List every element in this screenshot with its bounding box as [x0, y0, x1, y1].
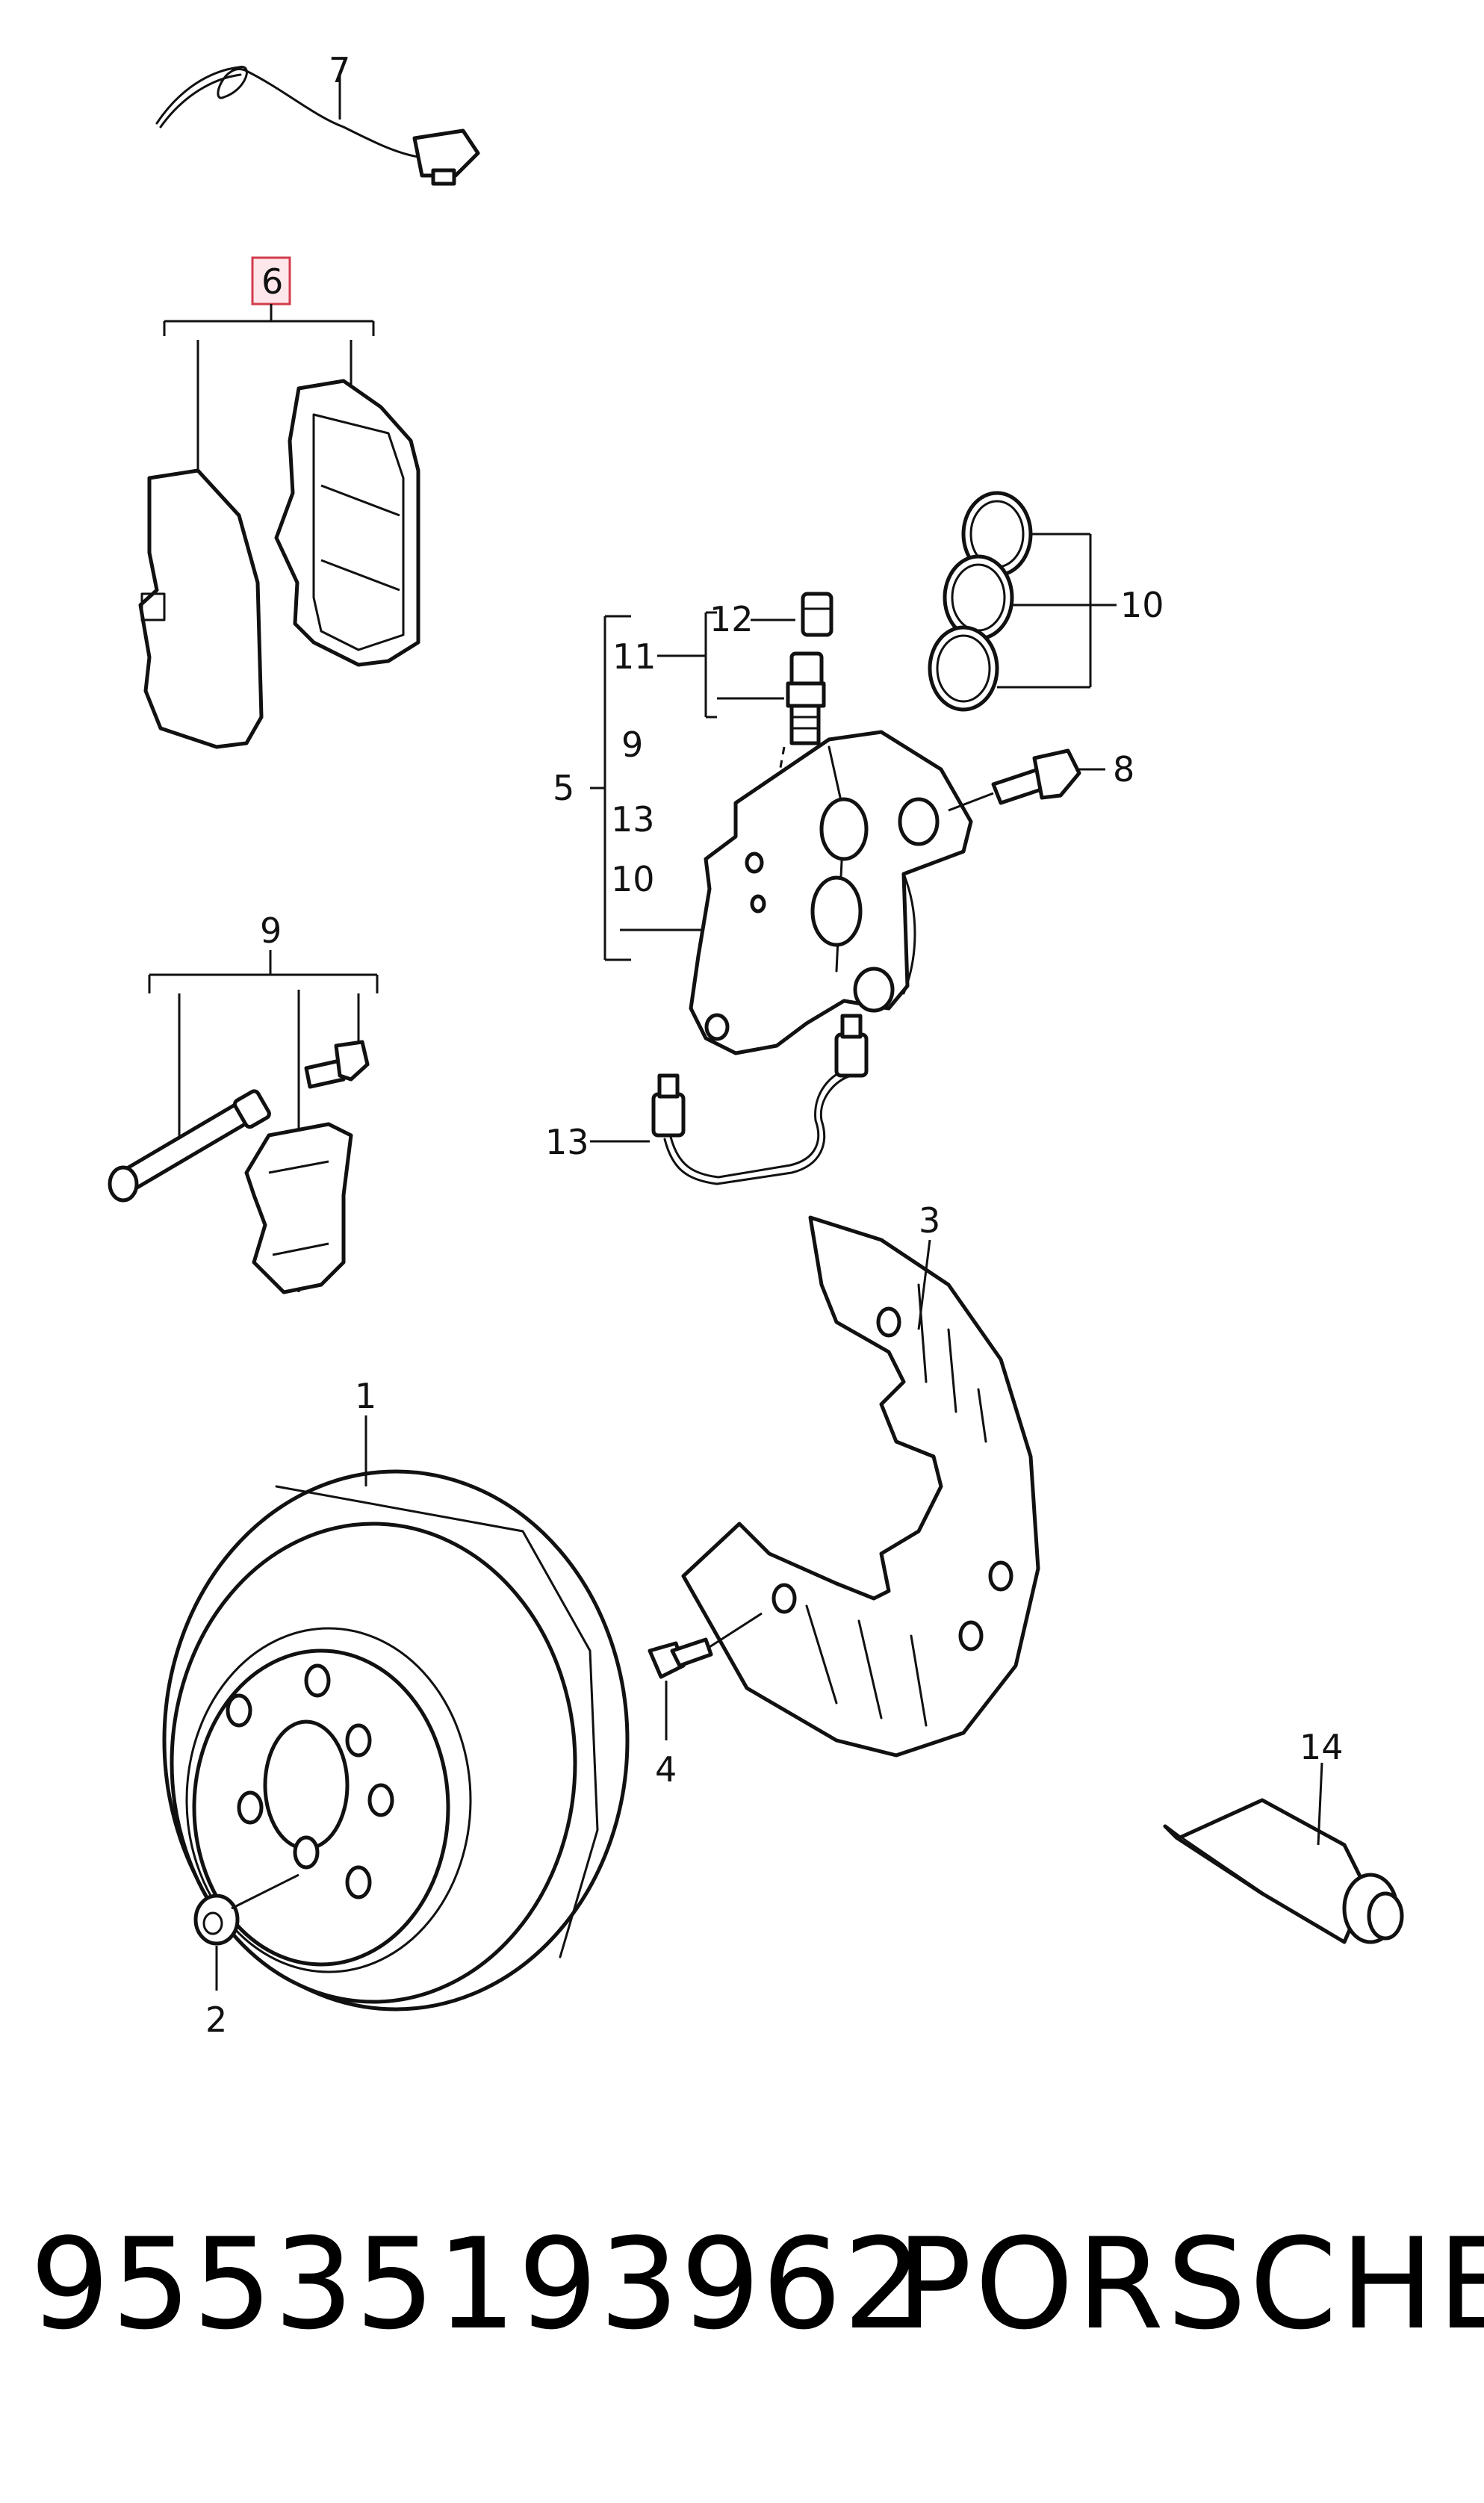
brand-name-text: PORSCHE	[896, 2211, 1484, 2357]
dust-shield: 3	[681, 1200, 1040, 1758]
callout-5: 5	[553, 768, 574, 808]
callout-10-list: 10	[611, 859, 655, 899]
callout-3: 3	[919, 1200, 940, 1241]
shield-bolt: 4	[648, 1612, 763, 1790]
callout-13-list: 13	[611, 799, 655, 840]
callout-8: 8	[1113, 749, 1134, 790]
caliper-kit-bracket: 5 11 12 9 13 10	[553, 599, 795, 961]
brake-disc: 1	[162, 1376, 630, 2012]
grease-tube: 14	[1163, 1727, 1404, 1944]
callout-6: 6	[261, 261, 283, 302]
callout-14: 14	[1300, 1727, 1344, 1767]
pad-retaining-kit: 9	[108, 911, 379, 1294]
brake-pad-outer	[274, 379, 420, 667]
brake-caliper	[689, 730, 973, 1055]
callout-4: 4	[655, 1749, 677, 1790]
brake-parts-diagram: 7 6 10 5	[108, 50, 1404, 2040]
callout-11: 11	[612, 636, 656, 677]
callout-9-top: 9	[260, 911, 282, 951]
callout-1: 1	[355, 1376, 376, 1416]
locating-screw: 2	[193, 1873, 299, 2040]
callout-9-list: 9	[621, 725, 643, 765]
callout-7: 7	[329, 50, 350, 90]
callout-13-hose: 13	[545, 1122, 589, 1162]
callout-10-rings: 10	[1120, 585, 1164, 625]
part-info-footer: 95535193962 PORSCHE	[0, 2211, 1484, 2390]
brake-pads-group: 6	[138, 256, 420, 749]
wear-sensor-cable: 7	[155, 50, 480, 186]
seal-rings: 10	[928, 491, 1164, 712]
caliper-bolt: 8	[948, 748, 1134, 812]
callout-12: 12	[710, 599, 754, 639]
brake-line: 13	[545, 1014, 869, 1185]
callout-2: 2	[205, 2000, 227, 2040]
part-number-text: 95535193962	[30, 2211, 925, 2357]
brake-pad-inner	[138, 468, 264, 749]
